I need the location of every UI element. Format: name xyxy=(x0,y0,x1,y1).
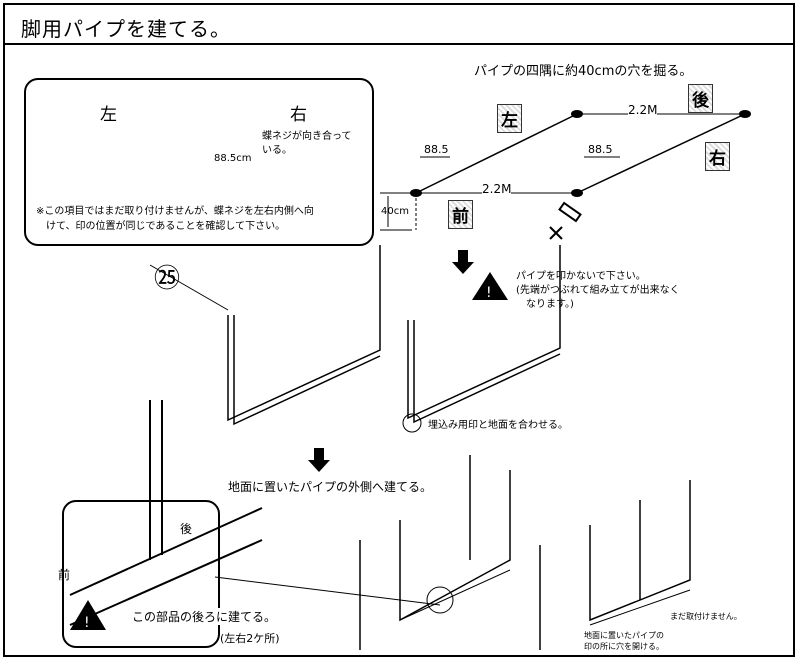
hole-back-right xyxy=(739,110,751,118)
label-left: 左 xyxy=(497,104,522,133)
dig-note: 地面に置いたパイプの 印の所に穴を開ける。 xyxy=(584,631,664,651)
warning-triangle-2 xyxy=(70,600,106,630)
down-arrow-2 xyxy=(308,448,330,472)
inset-bottom xyxy=(62,500,220,648)
warning-hammer: パイプを叩かないで下さい。 (先端がつぶれて組み立てが出来なく なります。) xyxy=(516,271,680,310)
align-note: 埋込み用印と地面を合わせる。 xyxy=(428,420,568,431)
butterfly-note: 蝶ネジが向き合って いる。 xyxy=(262,131,352,156)
instruction-frame: 脚用パイプを建てる。 xyxy=(3,3,795,657)
frame-u-right xyxy=(407,245,561,420)
hole-back-left xyxy=(571,110,583,118)
mark-left: 88.5 xyxy=(424,143,449,156)
inset-bottom-front: 前 xyxy=(58,568,71,582)
down-arrow-1 xyxy=(452,250,474,274)
stand-behind-note: この部品の後ろに建てる。 xyxy=(132,608,277,625)
svg-text:!: ! xyxy=(486,285,492,301)
front-left-pipe-line xyxy=(415,113,578,194)
both-sides-note: (左右2ケ所) xyxy=(220,632,280,645)
dim-depth: 2.2M xyxy=(482,182,512,196)
hammer-icon xyxy=(558,201,582,223)
stand-note: 地面に置いたパイプの外側へ建てる。 xyxy=(228,480,433,494)
inset-top-height: 88.5cm xyxy=(214,153,252,164)
warning-triangle-1 xyxy=(472,272,508,300)
svg-text:!: ! xyxy=(84,615,90,631)
step1-instruction: パイプの四隅に約40cmの穴を掘る。 xyxy=(474,64,693,79)
header: 脚用パイプを建てる。 xyxy=(5,5,793,45)
inset-top-note: ※この項目ではまだ取り付けませんが、蝶ネジを左右内側へ向 けて、印の位置が同じで… xyxy=(36,206,314,232)
hole-depth: 40cm xyxy=(381,206,409,217)
not-attached-note: まだ取付けません。 xyxy=(670,612,742,621)
label-back: 後 xyxy=(688,84,713,113)
front-right-pipe-line xyxy=(576,113,746,194)
hole-front-left xyxy=(410,189,422,197)
inset-top xyxy=(24,78,374,246)
frame-u-left xyxy=(227,245,381,422)
label-right: 右 xyxy=(705,142,730,171)
page-title: 脚用パイプを建てる。 xyxy=(21,17,231,41)
hole-front-right xyxy=(571,189,583,197)
inset-bottom-back: 後 xyxy=(180,522,193,536)
dim-width: 2.2M xyxy=(628,103,658,117)
inset-top-left-label: 左 xyxy=(100,105,117,125)
mark-right: 88.5 xyxy=(588,143,613,156)
frame-bottom-right xyxy=(539,480,691,650)
inset-top-right-label: 右 xyxy=(290,105,307,125)
part-number: ㉕ xyxy=(154,264,181,294)
label-front: 前 xyxy=(448,200,473,229)
